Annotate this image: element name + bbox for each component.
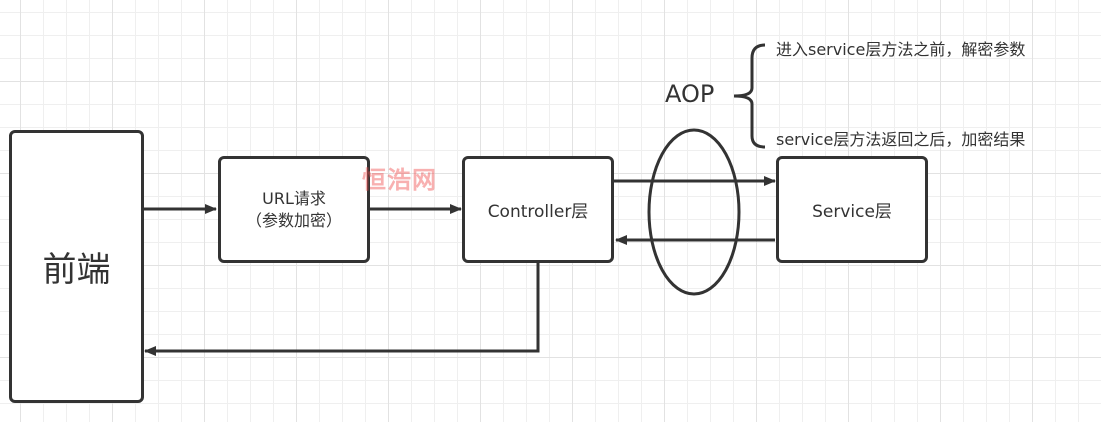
url-request-label: URL请求 [262, 188, 326, 208]
frontend-node[interactable]: 前端 [9, 130, 144, 403]
controller-label: Controller层 [487, 202, 589, 222]
url-request-sublabel: （参数加密） [245, 210, 342, 230]
arrow-controller-to-frontend [144, 262, 540, 356]
frontend-label: 前端 [42, 250, 111, 290]
aop-ellipse [647, 128, 741, 296]
service-label: Service层 [812, 202, 892, 222]
aop-before-note: 进入service层方法之前，解密参数 [776, 40, 1026, 59]
controller-node[interactable]: Controller层 [462, 156, 614, 263]
aop-after-note: service层方法返回之后，加密结果 [776, 130, 1026, 149]
url-request-node[interactable]: URL请求 （参数加密） [218, 156, 370, 263]
aop-brace [733, 43, 766, 149]
service-node[interactable]: Service层 [776, 156, 928, 263]
aop-label: AOP [665, 80, 715, 108]
watermark: 恒浩网 [362, 166, 437, 194]
